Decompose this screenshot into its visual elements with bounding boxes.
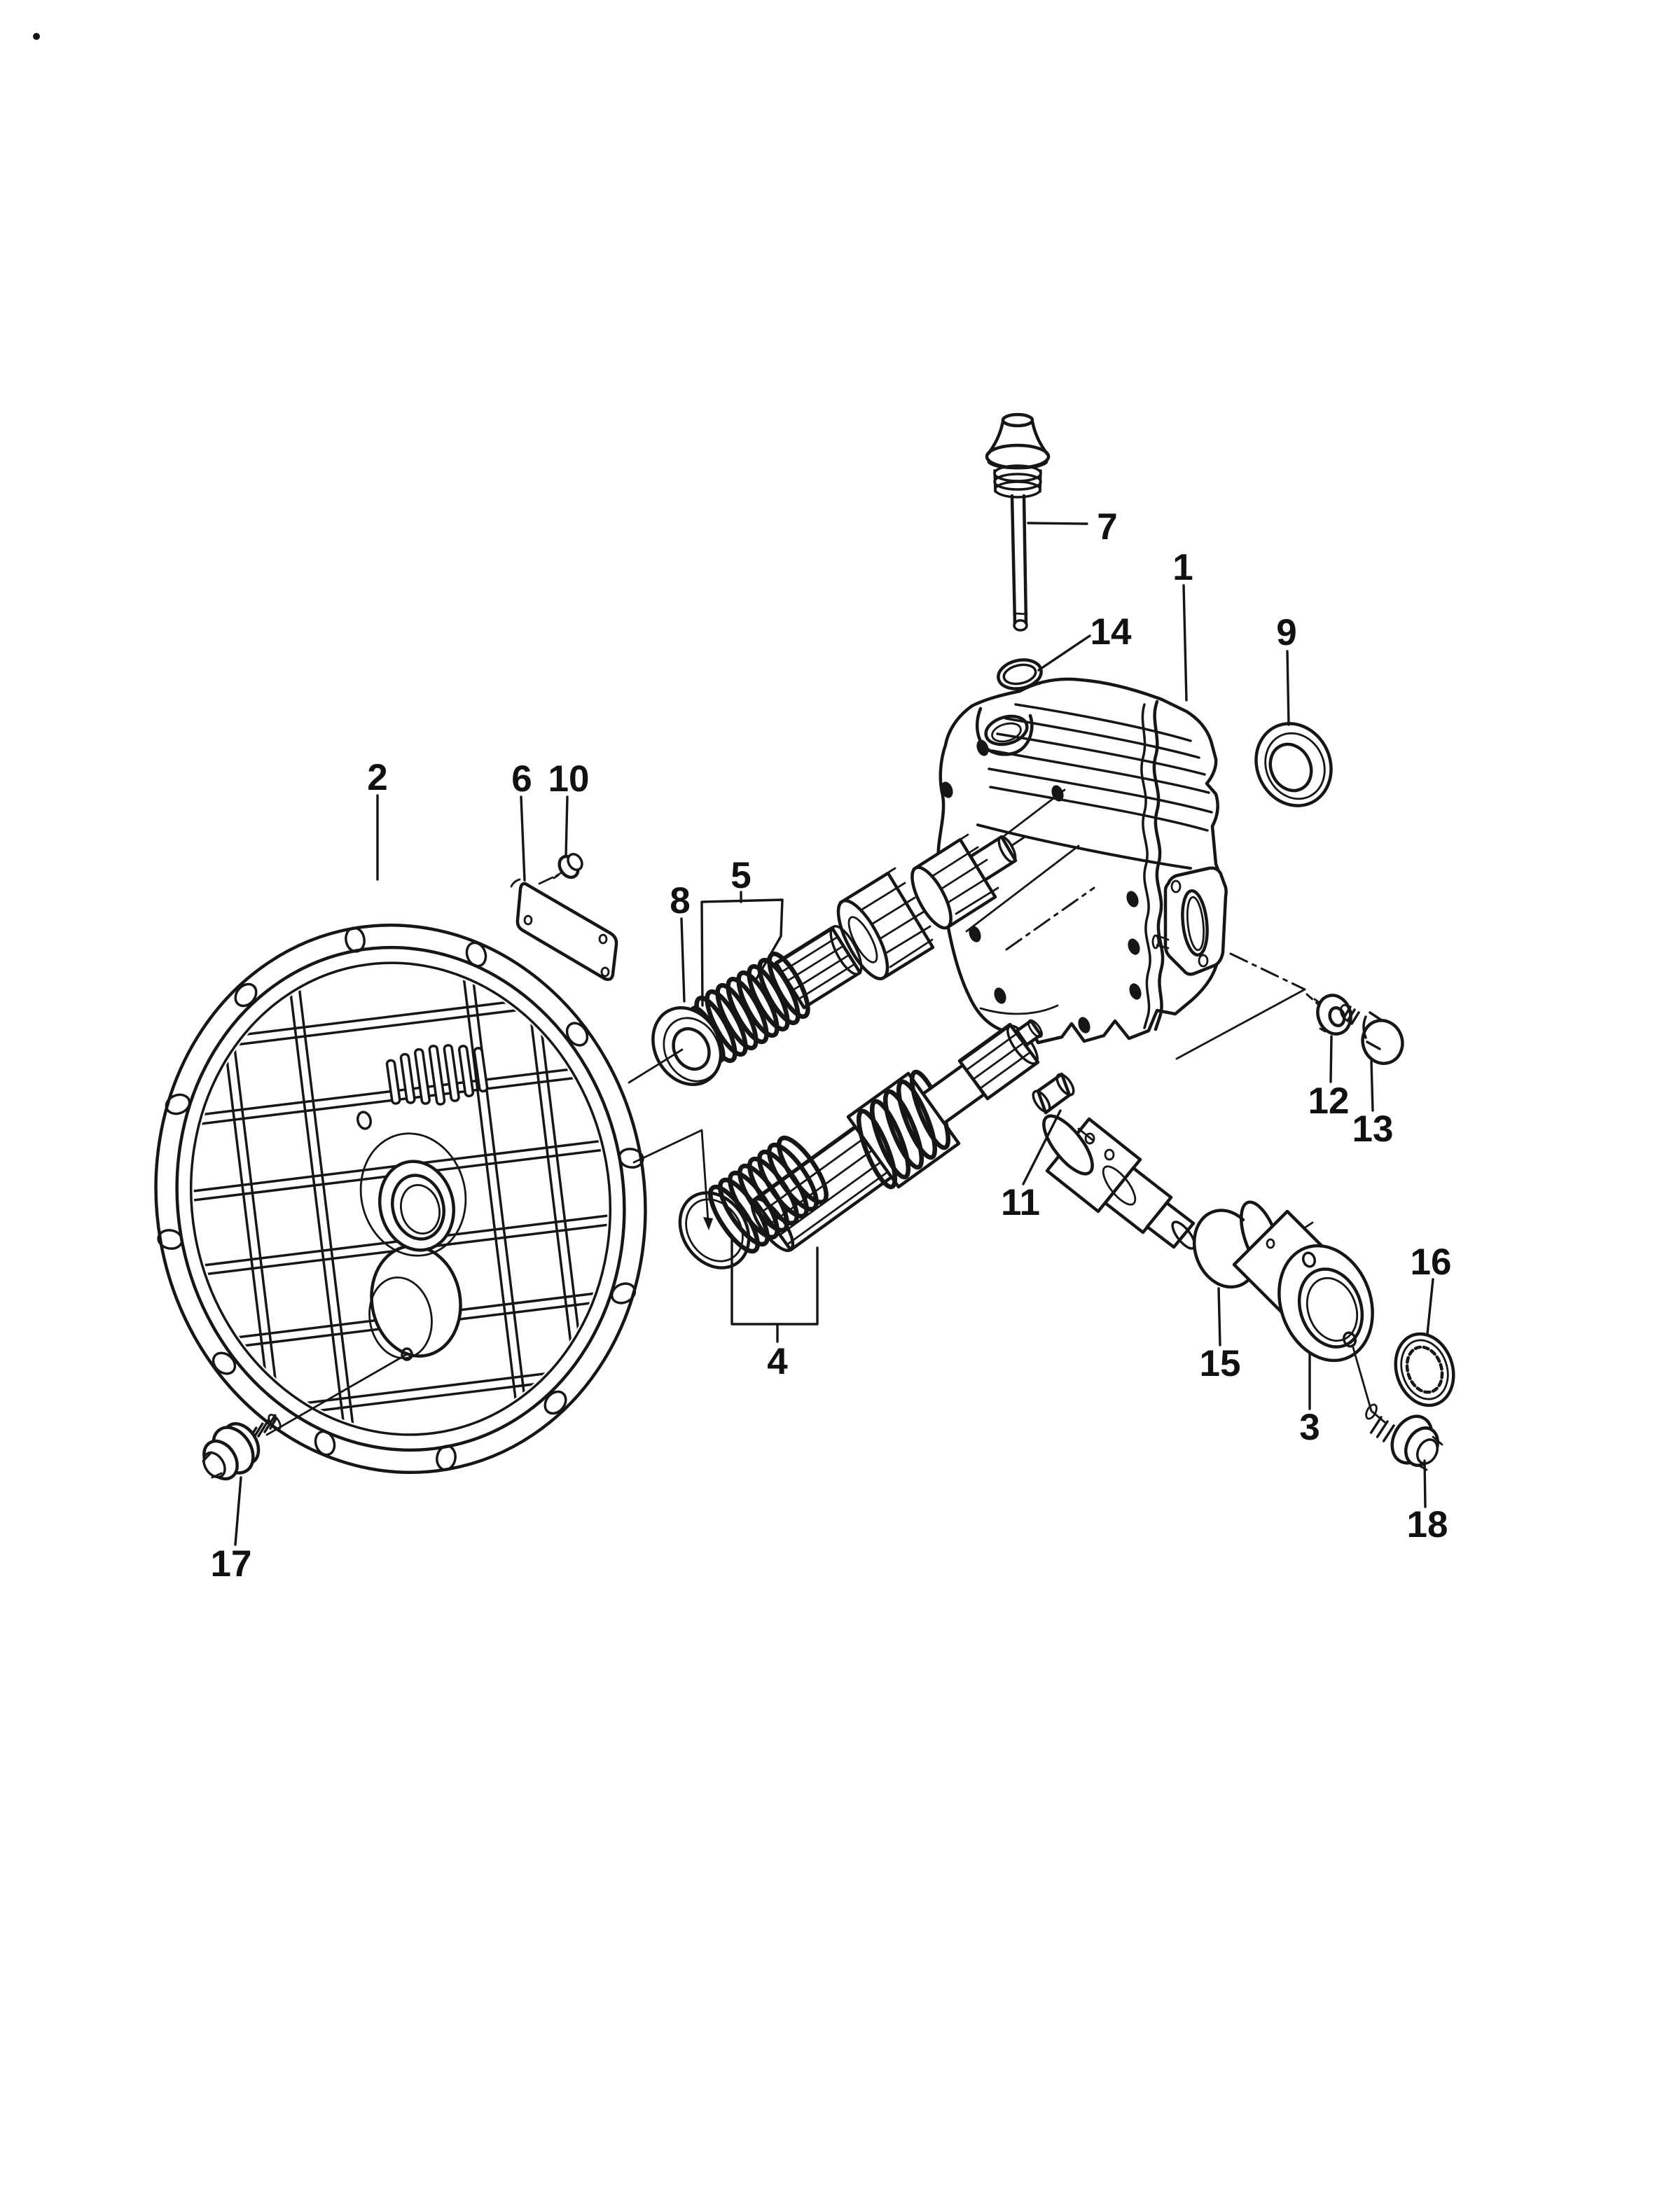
cover-plate-bolt <box>538 853 583 885</box>
callout-15: 15 <box>1200 1343 1241 1384</box>
rim-bolt-holes <box>157 926 644 1471</box>
callout-9: 9 <box>1276 612 1296 653</box>
callout-3: 3 <box>1299 1407 1320 1448</box>
callout-5-leader <box>700 898 784 1007</box>
output-spline-end <box>957 1019 1043 1101</box>
callout-16: 16 <box>1411 1241 1452 1283</box>
flange-bolt-18 <box>1365 1403 1443 1471</box>
pto-axis-lines <box>1175 952 1321 1060</box>
rear-oil-seal <box>1254 722 1333 807</box>
callout-12: 12 <box>1308 1080 1350 1122</box>
sealing-washer <box>1313 994 1352 1036</box>
oil-dipstick <box>985 412 1051 632</box>
flywheel-housing-plate <box>154 924 647 1474</box>
bearing-holder <box>1232 1200 1386 1424</box>
shift-coupler <box>1042 1114 1196 1250</box>
callout-7: 7 <box>1097 506 1117 548</box>
flange-bolt-17 <box>202 1353 408 1481</box>
callout-1: 1 <box>1172 547 1193 588</box>
callout-9-leader <box>1286 650 1290 726</box>
callout-7-leader <box>1027 522 1088 525</box>
input-spline-section <box>774 925 863 1010</box>
case-top-ribs <box>976 703 1213 870</box>
callout-18: 18 <box>1407 1504 1448 1545</box>
callout-5: 5 <box>730 855 751 896</box>
callout-1-leader <box>1182 584 1188 702</box>
output-shaft-assembly <box>632 1019 1043 1270</box>
callout-15-leader <box>1217 1287 1221 1347</box>
print-speck <box>33 33 40 40</box>
callout-4: 4 <box>767 1341 788 1382</box>
callout-17-leader <box>234 1476 242 1546</box>
callout-13: 13 <box>1352 1108 1394 1150</box>
roll-pin <box>1032 1072 1075 1115</box>
input-shaft-assembly <box>628 833 1018 1087</box>
callout-10: 10 <box>548 758 590 800</box>
pto-flange <box>1151 866 1228 976</box>
input-main-gear <box>836 867 935 980</box>
callout-10-leader <box>565 795 569 857</box>
callout-6: 6 <box>511 758 532 800</box>
front-oil-seal <box>1394 1332 1455 1407</box>
snap-ring <box>1192 1209 1253 1289</box>
plug-bolt <box>1340 1003 1404 1065</box>
plate-center-hub <box>359 1132 467 1257</box>
input-pinion-gear <box>910 833 999 930</box>
callout-6-leader <box>520 795 526 882</box>
output-helical-gear <box>846 1069 961 1190</box>
inspection-cover-plate <box>510 878 618 981</box>
plate-vent-slots <box>385 1044 489 1106</box>
input-axis-line <box>628 1048 684 1084</box>
callout-8: 8 <box>670 880 690 921</box>
callout-4-leader <box>730 1237 819 1326</box>
holder-bolt-pointer <box>1351 1344 1386 1424</box>
callout-14: 14 <box>1090 611 1132 653</box>
assembly-pointer <box>632 1129 713 1230</box>
thrust-washer <box>651 1006 723 1087</box>
callout-8-leader <box>680 917 686 1003</box>
output-spring-pack <box>678 1135 829 1270</box>
callout-17: 17 <box>211 1543 252 1585</box>
callout-14-leader <box>1037 634 1091 672</box>
callout-13-leader <box>1370 1059 1374 1112</box>
callout-11-leader <box>1022 1109 1062 1185</box>
callout-11: 11 <box>1001 1182 1040 1223</box>
callout-16-leader <box>1426 1278 1434 1335</box>
callout-2: 2 <box>367 757 387 798</box>
